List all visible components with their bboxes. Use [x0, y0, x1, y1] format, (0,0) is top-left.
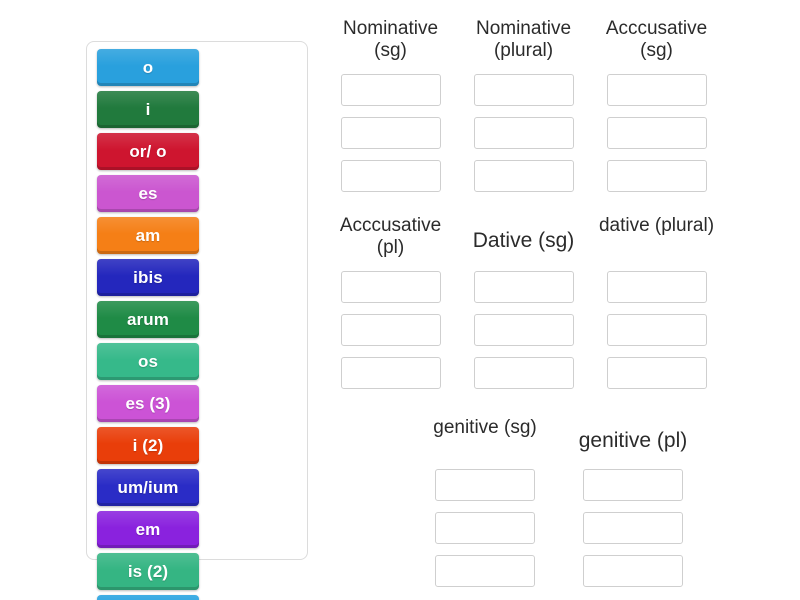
drop-slot-genitive-sg-2[interactable]: [435, 512, 535, 544]
drop-slot-nominative-sg-3[interactable]: [340, 160, 441, 192]
word-tile[interactable]: os: [97, 343, 199, 380]
drop-slot-dative-plural-1[interactable]: [606, 271, 707, 303]
word-tile[interactable]: es: [97, 175, 199, 212]
drop-slot-dative-plural-3[interactable]: [606, 357, 707, 389]
group-row-1: Nominative (sg) Nominative (plural) Acccus…: [324, 18, 794, 192]
word-tile[interactable]: o: [97, 49, 199, 86]
drop-slot-genitive-sg-3[interactable]: [435, 555, 535, 587]
drop-slot-genitive-pl-1[interactable]: [583, 469, 683, 501]
drop-zone-groups: Nominative (sg) Nominative (plural) Acccus…: [324, 18, 794, 588]
word-tile[interactable]: i: [97, 91, 199, 128]
word-tile[interactable]: is (2): [97, 553, 199, 590]
drop-slot-genitive-sg-1[interactable]: [435, 469, 535, 501]
group-label-acccusative-pl: Acccusative (pl): [339, 215, 442, 259]
drop-slot-acccusative-pl-1[interactable]: [340, 271, 441, 303]
group-nominative-plural: Nominative (plural): [457, 18, 590, 192]
group-label-acccusative-sg: Acccusative (sg): [605, 18, 708, 62]
drop-slot-nominative-plural-1[interactable]: [473, 74, 574, 106]
drop-slot-nominative-plural-2[interactable]: [473, 117, 574, 149]
drop-slot-nominative-sg-2[interactable]: [340, 117, 441, 149]
row-spacer: [324, 389, 794, 417]
drop-slot-acccusative-sg-1[interactable]: [606, 74, 707, 106]
group-label-nominative-sg: Nominative (sg): [342, 18, 439, 62]
drop-slot-dative-sg-3[interactable]: [473, 357, 574, 389]
group-label-dative-sg: Dative (sg): [472, 228, 575, 252]
group-dative-plural: dative (plural): [590, 215, 723, 389]
drop-slot-acccusative-sg-2[interactable]: [606, 117, 707, 149]
drop-slot-nominative-sg-1[interactable]: [340, 74, 441, 106]
drop-slot-acccusative-sg-3[interactable]: [606, 160, 707, 192]
word-tile[interactable]: ibis: [97, 259, 199, 296]
group-row-3: genitive (sg) genitive (pl): [324, 417, 794, 587]
group-acccusative-sg: Acccusative (sg): [590, 18, 723, 192]
drop-slot-acccusative-pl-2[interactable]: [340, 314, 441, 346]
word-tile[interactable]: i (2): [97, 427, 199, 464]
group-genitive-pl: genitive (pl): [559, 417, 707, 587]
group-label-genitive-sg: genitive (sg): [433, 417, 537, 438]
group-row-2: Acccusative (pl) Dative (sg) dative (plura…: [324, 215, 794, 389]
drop-slot-dative-sg-1[interactable]: [473, 271, 574, 303]
drop-slot-dative-sg-2[interactable]: [473, 314, 574, 346]
group-dative-sg: Dative (sg): [457, 215, 590, 389]
word-tile[interactable]: or/ o: [97, 133, 199, 170]
group-label-genitive-pl: genitive (pl): [578, 428, 688, 452]
drop-slot-genitive-pl-2[interactable]: [583, 512, 683, 544]
word-tile[interactable]: is: [97, 595, 199, 600]
word-tile[interactable]: am: [97, 217, 199, 254]
group-acccusative-pl: Acccusative (pl): [324, 215, 457, 389]
drop-slot-genitive-pl-3[interactable]: [583, 555, 683, 587]
word-tile[interactable]: um/ium: [97, 469, 199, 506]
group-label-dative-plural: dative (plural): [598, 215, 715, 236]
group-nominative-sg: Nominative (sg): [324, 18, 457, 192]
drop-slot-acccusative-pl-3[interactable]: [340, 357, 441, 389]
drop-slot-nominative-plural-3[interactable]: [473, 160, 574, 192]
word-tile[interactable]: em: [97, 511, 199, 548]
row-spacer: [324, 192, 794, 215]
word-tile[interactable]: arum: [97, 301, 199, 338]
group-genitive-sg: genitive (sg): [411, 417, 559, 587]
group-label-nominative-plural: Nominative (plural): [475, 18, 572, 62]
word-tile[interactable]: es (3): [97, 385, 199, 422]
drop-slot-dative-plural-2[interactable]: [606, 314, 707, 346]
